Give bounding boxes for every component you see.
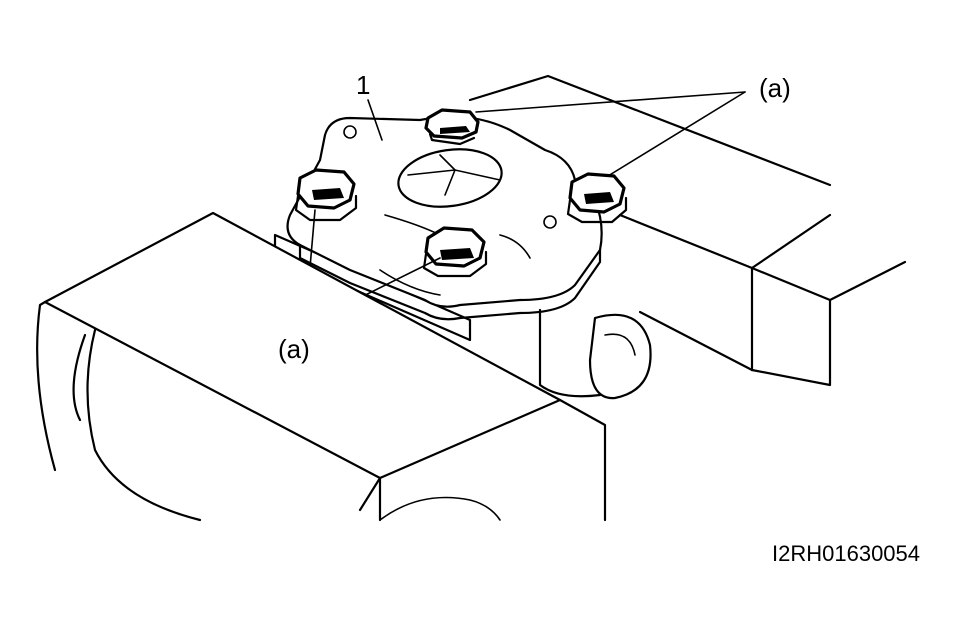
bolt-right [566, 172, 628, 224]
right-rail [468, 74, 907, 387]
bolt-label-bottom: (a) [278, 334, 310, 364]
flange-plate [286, 115, 603, 321]
bolt-label-top: (a) [759, 73, 791, 103]
bolt-left [294, 168, 358, 222]
part-number-label: 1 [356, 70, 371, 100]
lower-housing [273, 233, 652, 400]
figure-code: I2RH01630054 [772, 541, 921, 566]
foreground-cover [36, 211, 607, 522]
bolt-top [424, 108, 480, 146]
